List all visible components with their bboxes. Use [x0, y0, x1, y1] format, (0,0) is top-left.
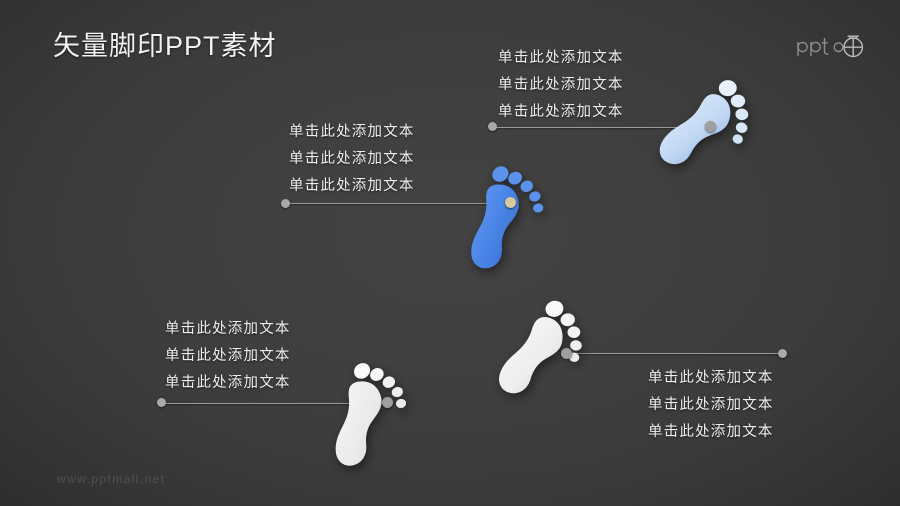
text-line: 单击此处添加文本 [289, 124, 415, 140]
text-line: 单击此处添加文本 [648, 370, 774, 386]
text-line: 单击此处添加文本 [498, 77, 624, 93]
connector-line-bottom-right [566, 353, 782, 354]
watermark: www.pptmall.net [57, 472, 166, 486]
connector-line-upper-left [288, 203, 510, 204]
text-block-upper-left[interactable]: 单击此处添加文本 单击此处添加文本 单击此处添加文本 [289, 119, 415, 200]
footprint-blue-anchor[interactable] [505, 197, 516, 208]
connector-line-lower-left [164, 403, 386, 404]
connector-dot-top-right[interactable] [488, 122, 497, 131]
connector-dot-bottom-right[interactable] [778, 349, 787, 358]
text-block-top-right[interactable]: 单击此处添加文本 单击此处添加文本 单击此处添加文本 [498, 45, 624, 126]
text-line: 单击此处添加文本 [648, 397, 774, 413]
brand-logo: ppt [794, 30, 866, 64]
footprint-light-blue-anchor[interactable] [705, 121, 716, 132]
text-line: 单击此处添加文本 [165, 321, 291, 337]
footprint-white-left-anchor[interactable] [382, 397, 393, 408]
footprint-white-left[interactable] [325, 358, 425, 470]
text-line: 单击此处添加文本 [165, 375, 291, 391]
text-line: 单击此处添加文本 [289, 178, 415, 194]
connector-dot-upper-left[interactable] [281, 199, 290, 208]
text-block-lower-left[interactable]: 单击此处添加文本 单击此处添加文本 单击此处添加文本 [165, 316, 291, 397]
text-line: 单击此处添加文本 [165, 348, 291, 364]
text-line: 单击此处添加文本 [289, 151, 415, 167]
text-line: 单击此处添加文本 [648, 424, 774, 440]
connector-line-top-right [492, 127, 710, 128]
text-line: 单击此处添加文本 [498, 50, 624, 66]
footprint-white-right-anchor[interactable] [561, 348, 572, 359]
connector-dot-lower-left[interactable] [157, 398, 166, 407]
footprint-white-right[interactable] [495, 300, 587, 413]
footprint-light-blue[interactable] [659, 79, 751, 189]
page-title: 矢量脚印PPT素材 [53, 31, 277, 61]
text-line: 单击此处添加文本 [498, 104, 624, 120]
footprint-blue[interactable] [466, 163, 562, 273]
text-block-bottom-right[interactable]: 单击此处添加文本 单击此处添加文本 单击此处添加文本 [648, 365, 774, 446]
